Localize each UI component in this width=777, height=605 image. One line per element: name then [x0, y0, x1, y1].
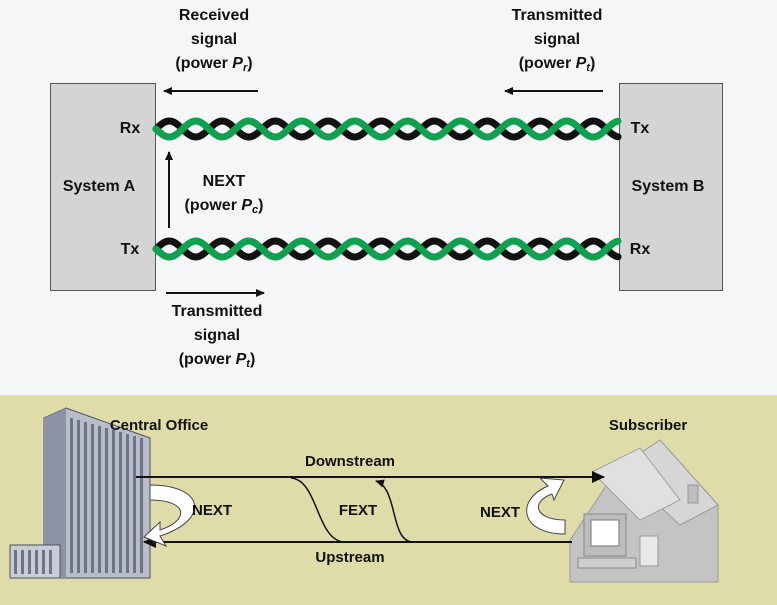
subscriber-label: Subscriber: [608, 417, 688, 434]
window-column: [119, 432, 122, 573]
system-b-box: [619, 83, 723, 291]
downstream-label: Downstream: [304, 453, 396, 470]
window-column: [112, 430, 115, 573]
annex-window: [21, 550, 24, 574]
transmitted-signal-a-label: Transmitted signal (power Pt): [171, 303, 263, 370]
window-column: [91, 424, 94, 573]
window-column: [70, 418, 73, 573]
system-b-name: System B: [631, 178, 705, 195]
central-office-building-icon: [9, 407, 151, 579]
fext-curve-left: [290, 477, 344, 543]
twisted-pair-top: [152, 117, 622, 141]
wire-green: [152, 237, 622, 261]
window-column: [98, 426, 101, 573]
building-windows: [70, 418, 143, 573]
subscriber-house-icon: [569, 439, 719, 583]
next-left-label: NEXT: [191, 502, 232, 519]
twisted-pair-bottom: [152, 237, 622, 261]
wire-green: [152, 117, 622, 141]
next-right-label: NEXT: [479, 504, 520, 521]
window-column: [84, 422, 87, 573]
next-right-curved-arrow-icon: [526, 477, 566, 535]
building-annex: [14, 550, 52, 574]
system-a-tx: Tx: [120, 241, 140, 258]
received-signal-label: Received signal (power Pr): [175, 7, 253, 74]
next-left-curved-arrow-icon: [143, 484, 195, 548]
fext-curve-right: [375, 479, 413, 543]
annex-window: [49, 550, 52, 574]
central-office-label: Central Office: [109, 417, 209, 434]
system-b-rx: Rx: [629, 241, 651, 258]
window-column: [126, 434, 129, 573]
window-column: [77, 420, 80, 573]
annex-window: [14, 550, 17, 574]
annex-window: [42, 550, 45, 574]
system-a-box: [50, 83, 156, 291]
transmitted-signal-b-label: Transmitted signal (power Pt): [511, 7, 603, 74]
system-a-rx: Rx: [119, 120, 141, 137]
window-column: [140, 438, 143, 573]
fext-label: FEXT: [338, 502, 378, 519]
system-b-tx: Tx: [630, 120, 650, 137]
system-a-name: System A: [62, 178, 136, 195]
window-column: [133, 436, 136, 573]
next-label: NEXT (power Pc): [184, 173, 264, 216]
annex-window: [35, 550, 38, 574]
upstream-label: Upstream: [315, 549, 385, 566]
window-column: [105, 428, 108, 573]
annex-window: [28, 550, 31, 574]
